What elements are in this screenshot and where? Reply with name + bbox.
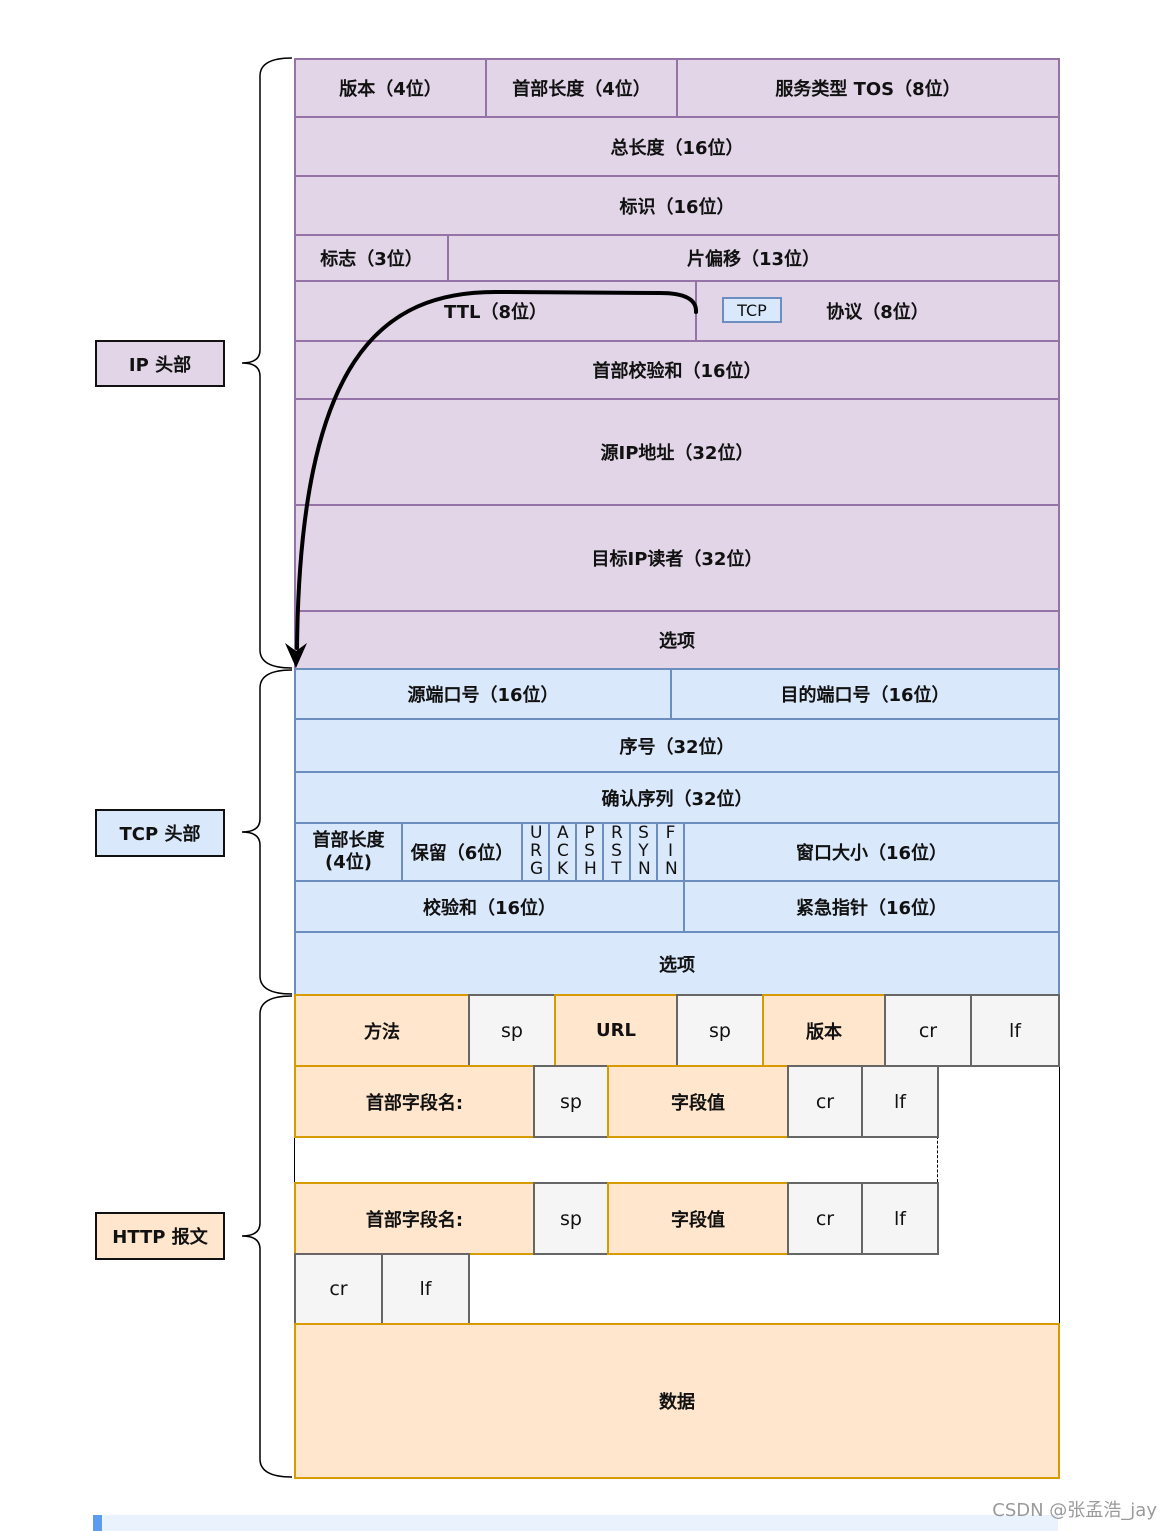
bottom-strip xyxy=(93,1515,1058,1531)
tcp-options-field: 选项 xyxy=(294,931,1060,996)
tcp-checksum-field: 校验和（16位） xyxy=(294,880,685,933)
http-sp-field: sp xyxy=(468,994,556,1067)
tcp-header-length-line2: (4位) xyxy=(325,852,372,873)
ip-destination-address-field: 目标IP读者（32位） xyxy=(294,504,1060,612)
ip-section-brace xyxy=(241,57,293,669)
http-header-value-field: 字段值 xyxy=(607,1065,789,1138)
tcp-flag-ack: ACK xyxy=(548,822,577,882)
http-message-label: HTTP 报文 xyxy=(95,1212,225,1260)
http-cr-field: cr xyxy=(787,1182,863,1255)
http-sp-field: sp xyxy=(533,1065,609,1138)
http-method-field: 方法 xyxy=(294,994,470,1067)
tcp-reserved-field: 保留（6位） xyxy=(401,822,523,882)
ip-total-length-field: 总长度（16位） xyxy=(294,116,1060,177)
tcp-header-label: TCP 头部 xyxy=(95,809,225,857)
http-header-value-field: 字段值 xyxy=(607,1182,789,1255)
tcp-urgent-pointer-field: 紧急指针（16位） xyxy=(683,880,1060,933)
protocol-tcp-tag: TCP xyxy=(722,297,782,323)
tcp-ack-field: 确认序列（32位） xyxy=(294,771,1060,824)
http-cr-field: cr xyxy=(294,1253,383,1325)
http-url-field: URL xyxy=(554,994,678,1067)
tcp-flag-psh: PSH xyxy=(575,822,604,882)
tcp-flag-rst: RST xyxy=(602,822,631,882)
http-lf-field: lf xyxy=(861,1065,939,1138)
tcp-header-length-field: 首部长度 (4位) xyxy=(294,822,403,882)
http-header-name-field: 首部字段名: xyxy=(294,1182,535,1255)
tcp-destination-port-field: 目的端口号（16位） xyxy=(670,668,1060,720)
ip-header-label: IP 头部 xyxy=(95,340,225,387)
tcp-window-field: 窗口大小（16位） xyxy=(683,822,1060,882)
http-lf-field: lf xyxy=(861,1182,939,1255)
http-sp-field: sp xyxy=(533,1182,609,1255)
http-lf-field: lf xyxy=(970,994,1060,1067)
http-lf-field: lf xyxy=(381,1253,470,1325)
ip-source-address-field: 源IP地址（32位） xyxy=(294,398,1060,506)
http-version-field: 版本 xyxy=(762,994,886,1067)
ip-tos-field: 服务类型 TOS（8位） xyxy=(676,58,1060,118)
ip-flags-field: 标志（3位） xyxy=(294,234,449,282)
ip-version-field: 版本（4位） xyxy=(294,58,487,118)
ip-fragment-offset-field: 片偏移（13位） xyxy=(447,234,1060,282)
ip-options-field: 选项 xyxy=(294,610,1060,670)
ip-ttl-field: TTL（8位） xyxy=(294,280,697,342)
ip-checksum-field: 首部校验和（16位） xyxy=(294,340,1060,400)
tcp-flag-fin: FIN xyxy=(656,822,685,882)
tcp-section-brace xyxy=(241,669,293,995)
tcp-header-length-line1: 首部长度 xyxy=(312,830,385,851)
http-header-name-field: 首部字段名: xyxy=(294,1065,535,1138)
http-cr-field: cr xyxy=(884,994,972,1067)
watermark: CSDN @张孟浩_jay xyxy=(992,1500,1157,1521)
http-body-field: 数据 xyxy=(294,1323,1060,1479)
tcp-sequence-field: 序号（32位） xyxy=(294,718,1060,773)
http-sp-field: sp xyxy=(676,994,764,1067)
http-section-brace xyxy=(241,995,293,1478)
ip-identification-field: 标识（16位） xyxy=(294,175,1060,236)
tcp-flag-urg: URG xyxy=(521,822,550,882)
bottom-strip-accent xyxy=(93,1515,102,1531)
http-cr-field: cr xyxy=(787,1065,863,1138)
tcp-source-port-field: 源端口号（16位） xyxy=(294,668,672,720)
ip-header-length-field: 首部长度（4位） xyxy=(485,58,678,118)
header-continuation-dashed-line xyxy=(937,1136,938,1182)
tcp-flag-syn: SYN xyxy=(629,822,658,882)
